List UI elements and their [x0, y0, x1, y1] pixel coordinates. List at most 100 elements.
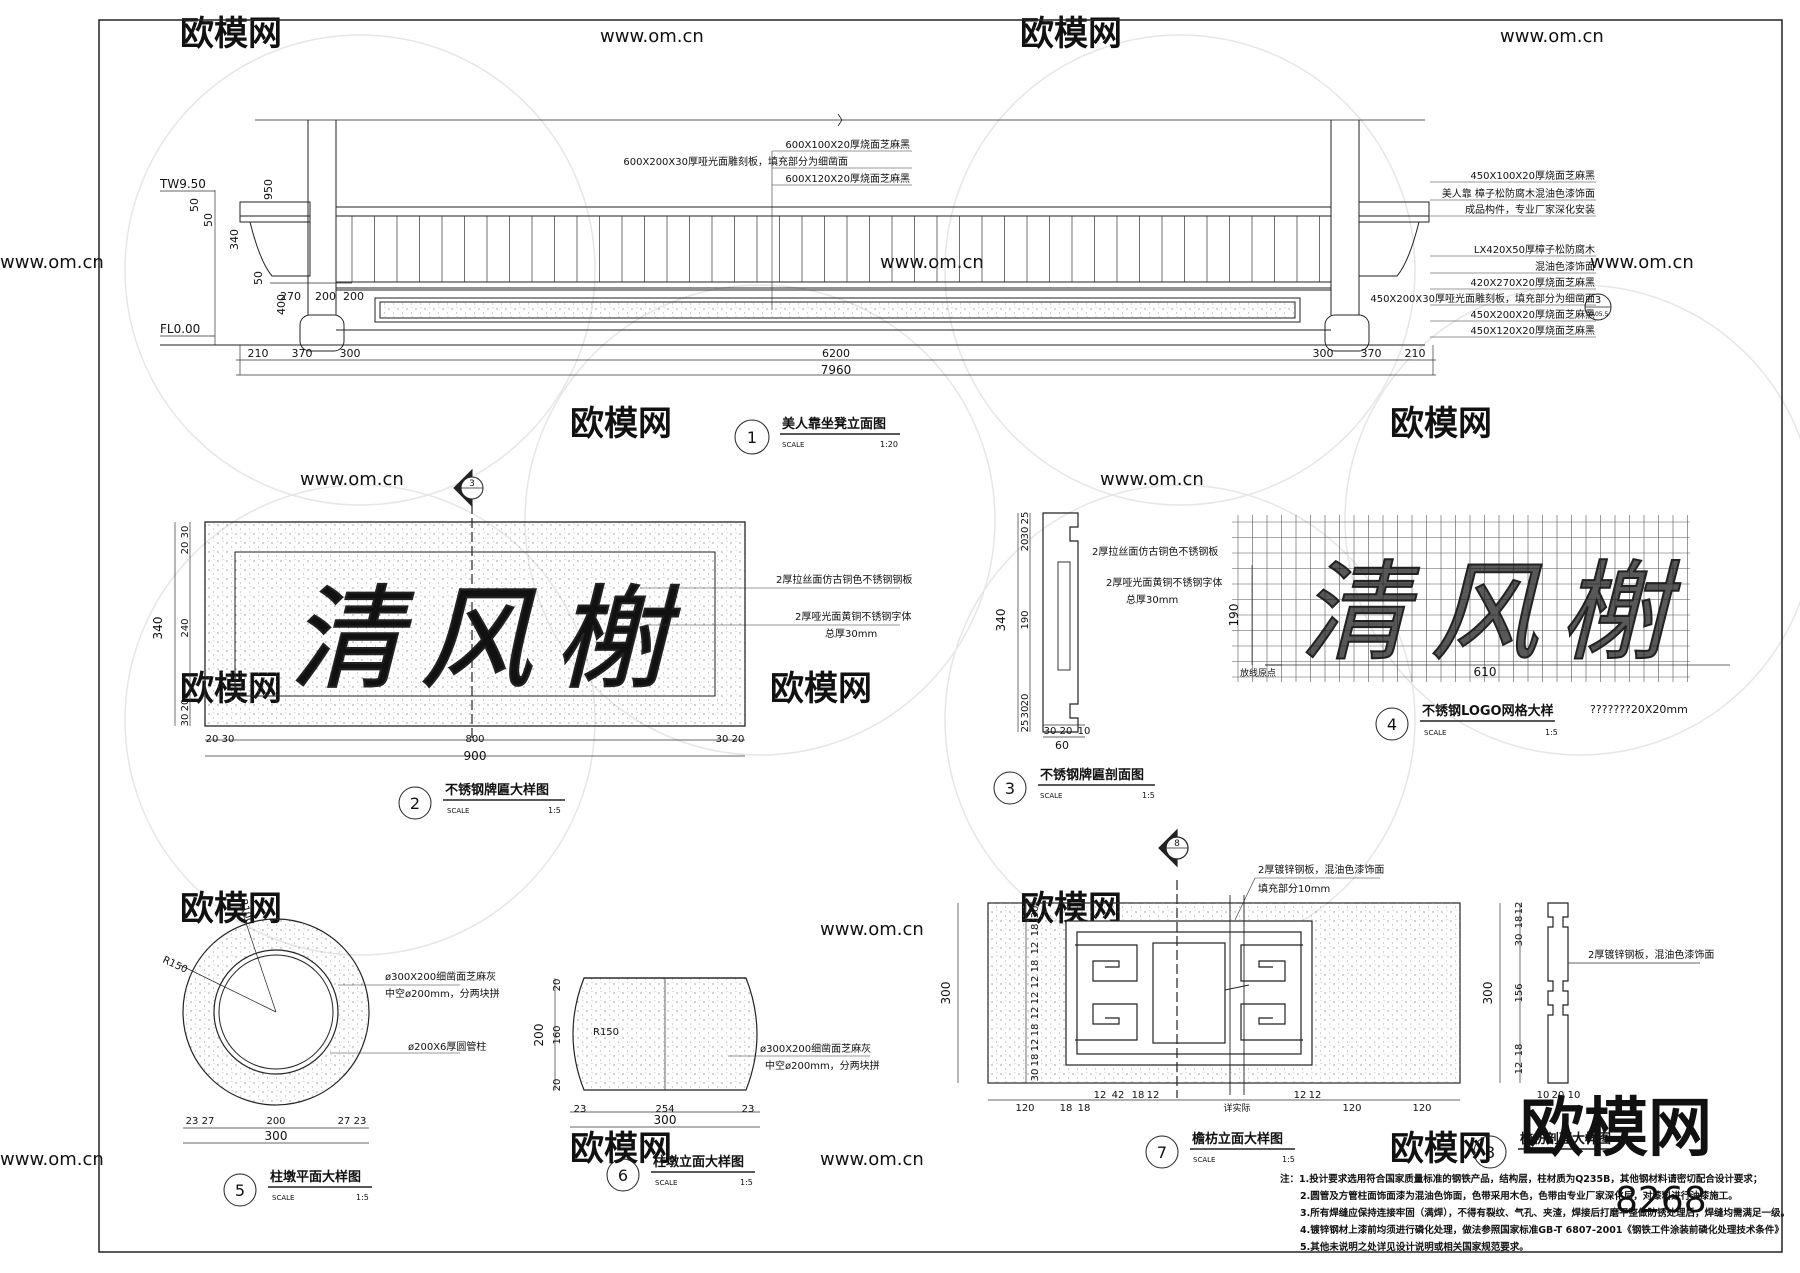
d7-left-dim: 30: [1030, 906, 1041, 919]
d7-break-label: 详实际: [1223, 1102, 1250, 1114]
d4-title-block: 4 不锈钢LOGO网格大样 SCALE 1:5: [1375, 703, 1558, 741]
logo-grid-characters: 清风榭: [1299, 550, 1682, 677]
d2-dimension-lines: [174, 522, 745, 757]
d3-note: 总厚30mm: [1126, 593, 1178, 606]
watermark-brand: 欧模网: [1390, 404, 1492, 444]
elevation-drawing-1: [160, 113, 1430, 352]
d4-width-dim: 610: [1474, 665, 1497, 679]
d4-scale-label: SCALE: [1424, 729, 1446, 737]
d5-scale-label: SCALE: [272, 1194, 294, 1202]
d3-title-block: 3 不锈钢牌匾剖面图 SCALE 1:5: [993, 767, 1155, 805]
watermark-id-fragment: 8268: [1615, 1180, 1707, 1221]
d2-bottom-dim: 20: [732, 734, 745, 745]
d2-title: 不锈钢牌匾大样图: [445, 782, 549, 798]
d7-note: 2厚镀锌钢板，混油色漆饰面: [1258, 863, 1384, 876]
d8-left-dim: 156: [1514, 983, 1525, 1002]
d5-scale: 1:5: [356, 1193, 369, 1202]
d7-left-dim: 12: [1030, 1007, 1041, 1020]
general-note: 3.所有焊缝应保持连接牢固（满焊），不得有裂纹、气孔、夹渣，焊接后打磨平整做防锈…: [1300, 1207, 1790, 1219]
watermark-site: www.om.cn: [0, 252, 104, 273]
plaque-drawing-2: [204, 468, 746, 740]
d8-left-dim: 30: [1514, 934, 1525, 947]
d7-scale-label: SCALE: [1193, 1156, 1215, 1164]
d3-bottom-dim: 30: [1044, 726, 1057, 737]
d3-left-dim: 25: [1020, 512, 1031, 525]
d7-bottom-dim: 120: [1412, 1103, 1431, 1114]
d3-left-dim: 30: [1020, 527, 1031, 540]
d4-dimension-lines: [1251, 565, 1730, 666]
d2-total: 900: [464, 749, 487, 763]
d1-ref-top: 3: [1595, 295, 1601, 306]
d5-note: ø200X6厚圆管柱: [408, 1040, 486, 1053]
d2-left-dim: 30: [180, 714, 191, 727]
d1-right-note: 420X270X20厚烧面芝麻黑: [1470, 276, 1595, 289]
d8-left-dim: 12: [1514, 902, 1525, 915]
d3-left-dim: 190: [1020, 610, 1031, 629]
d2-note: 总厚30mm: [825, 627, 877, 640]
d8-left-dim: 18: [1514, 1044, 1525, 1057]
d1-left-dim: 50: [252, 271, 265, 285]
d1-right-note: 450X200X20厚烧面芝麻黑: [1470, 308, 1595, 321]
d7-number: 7: [1157, 1143, 1167, 1162]
d8-bottom-dim: 10: [1537, 1090, 1550, 1101]
d7-left-dim: 12: [1030, 1039, 1041, 1052]
d2-note: 2厚拉丝面仿古铜色不锈钢钢板: [776, 573, 912, 586]
d5-bottom-dim: 27: [338, 1116, 351, 1127]
d1-right-note: 450X200X30厚哑光面雕刻板，填充部分为细凿面: [1370, 292, 1595, 305]
d6-scale-label: SCALE: [655, 1179, 677, 1187]
d6-left-dim: 20: [552, 979, 563, 992]
d6-bottom-dim: 23: [574, 1104, 587, 1115]
d6-left-dim: 160: [552, 1025, 563, 1044]
d8-left-dim: 12: [1514, 1062, 1525, 1075]
d1-center-note: 600X100X20厚烧面芝麻黑: [785, 138, 910, 151]
d8-title: 檐枋剖面大样图: [1520, 1131, 1611, 1147]
d1-inner-dim: 200: [315, 290, 336, 303]
d1-inner-dim: 270: [280, 290, 301, 303]
plaque-character: 清: [290, 575, 414, 705]
d8-left-dim: 18: [1514, 916, 1525, 929]
d1-bottom-dim: 300: [340, 347, 361, 360]
d7-cut-ref: 8: [1174, 839, 1180, 849]
d8-title-block: 8 檐枋剖面大样图: [1473, 1131, 1620, 1169]
d6-height: 200: [532, 1024, 546, 1047]
general-note: 注：1.投计要求选用符合国家质量标准的钢铁产品，结构层，柱材质为Q235B，其他…: [1280, 1173, 1762, 1185]
d2-left-dim: 20: [180, 542, 191, 555]
d1-left-dim: 340: [228, 229, 241, 250]
d4-scale: 1:5: [1545, 728, 1558, 737]
d1-right-note: 450X100X20厚烧面芝麻黑: [1470, 169, 1595, 182]
d6-number: 6: [618, 1166, 628, 1185]
d6-radius: R150: [593, 1027, 619, 1038]
d6-total: 300: [654, 1113, 677, 1127]
d5-bottom-dim: 200: [266, 1116, 285, 1127]
d7-bottom-dim: 18: [1060, 1103, 1073, 1114]
d5-title: 柱墩平面大样图: [270, 1169, 361, 1185]
d1-bottom-dim: 6200: [822, 347, 850, 360]
d8-number: 8: [1485, 1143, 1495, 1162]
d6-title-block: 6 柱墩立面大样图 SCALE 1:5: [606, 1154, 755, 1192]
watermark-site: www.om.cn: [880, 252, 984, 273]
general-note: 2.圆管及方管柱面饰面漆为混油色饰面，色带采用木色，色带由专业厂家深化后，对漆料…: [1300, 1190, 1738, 1202]
d8-height: 300: [1481, 982, 1495, 1005]
d7-bottom-dim: 18: [1078, 1103, 1091, 1114]
watermark-brand: 欧模网: [570, 404, 672, 444]
d5-title-block: 5 柱墩平面大样图 SCALE 1:5: [223, 1169, 372, 1207]
d6-left-dim: 20: [552, 1079, 563, 1092]
watermark-site: www.om.cn: [300, 469, 404, 490]
d1-center-notes: 600X100X20厚烧面芝麻黑600X200X30厚哑光面雕刻板，填充部分为细…: [623, 138, 912, 310]
general-notes: 注：1.投计要求选用符合国家质量标准的钢铁产品，结构层，柱材质为Q235B，其他…: [1280, 1173, 1790, 1253]
watermark-brand: 欧模网: [570, 1129, 672, 1169]
d7-bottom-dim: 12: [1309, 1090, 1322, 1101]
watermark-site: www.om.cn: [0, 1149, 104, 1170]
d8-bottom-dim: 10: [1568, 1090, 1581, 1101]
